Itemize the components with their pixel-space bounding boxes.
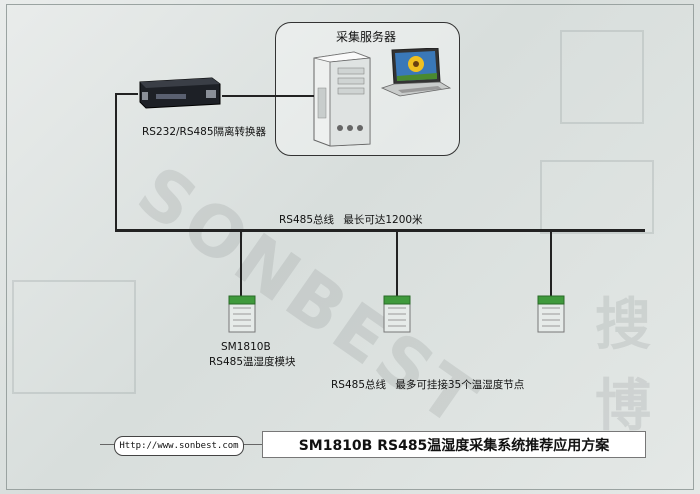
bus-top-label: RS485总线 最长可达1200米 xyxy=(279,214,423,226)
watermark-cn: 搜博 xyxy=(595,293,655,439)
outer-frame xyxy=(6,4,694,490)
converter-label: RS232/RS485隔离转换器 xyxy=(142,126,267,138)
website-url[interactable]: Http://www.sonbest.com xyxy=(114,436,244,456)
wire-left-vertical xyxy=(115,93,117,231)
bg-decor-block xyxy=(12,280,136,394)
drop-line-node-3 xyxy=(550,231,552,297)
rs485-bus-main xyxy=(115,229,645,232)
server-label: 采集服务器 xyxy=(336,30,397,44)
bg-decor-block xyxy=(560,30,644,124)
sensor-module-icon xyxy=(537,295,565,333)
laptop-icon xyxy=(380,48,452,97)
wire-converter-to-server xyxy=(222,95,314,97)
diagram-title: SM1810B RS485温湿度采集系统推荐应用方案 xyxy=(262,431,646,458)
server-tower-icon xyxy=(313,51,371,147)
module-label-line2: RS485温湿度模块 xyxy=(209,356,296,368)
drop-line-node-1 xyxy=(240,231,242,297)
wire-converter-down-left xyxy=(116,93,138,95)
bg-decor-block xyxy=(540,160,654,234)
drop-line-node-2 xyxy=(396,231,398,297)
sensor-module-icon xyxy=(228,295,256,333)
sensor-module-icon xyxy=(383,295,411,333)
rs232-rs485-converter-icon xyxy=(139,77,221,109)
module-label-line1: SM1810B xyxy=(221,341,271,353)
bus-bottom-label: RS485总线 最多可挂接35个温湿度节点 xyxy=(331,379,525,391)
